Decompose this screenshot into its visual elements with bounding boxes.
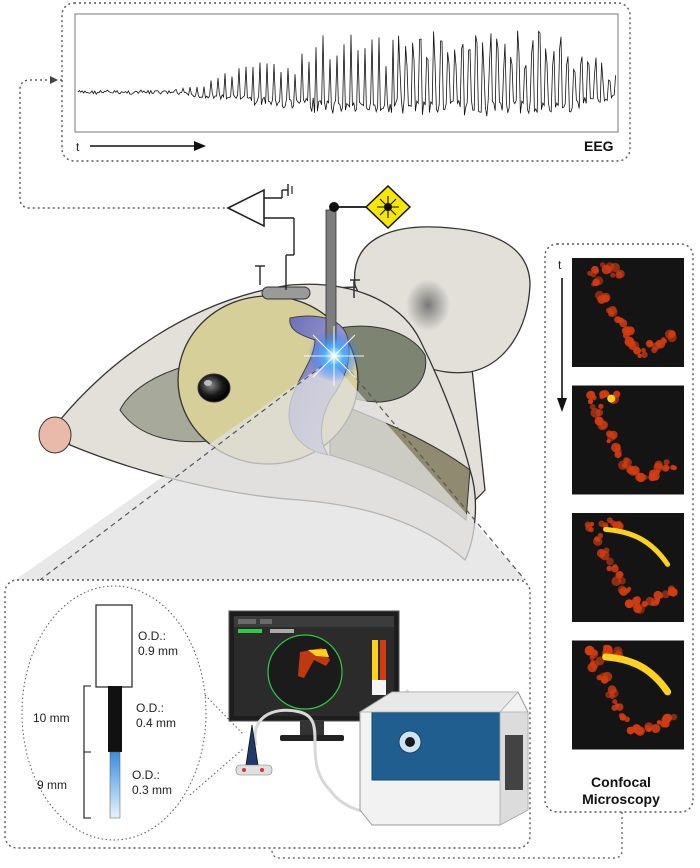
setup-panel: 10 mm 9 mm O.D.: 0.9 mm O.D.: 0.4 mm O.D… bbox=[4, 579, 531, 849]
confocal-title-1: Confocal bbox=[591, 774, 651, 790]
outer-od-label: O.D.: bbox=[138, 629, 166, 643]
eeg-label: EEG bbox=[584, 138, 614, 154]
confocal-unit bbox=[358, 691, 529, 826]
ground-icon bbox=[281, 184, 293, 198]
confocal-frame bbox=[572, 640, 684, 750]
middle-od-label: O.D.: bbox=[136, 701, 164, 715]
confocal-frame bbox=[572, 513, 684, 622]
laser-warning-icon bbox=[364, 184, 412, 230]
eeg-trace bbox=[77, 30, 616, 117]
arrow-right-icon bbox=[194, 141, 206, 151]
probe-holder bbox=[235, 724, 273, 776]
monitor bbox=[228, 610, 400, 741]
arrow-down-icon bbox=[557, 398, 567, 412]
tip-od-label: O.D.: bbox=[132, 768, 160, 782]
eeg-time-label: t bbox=[76, 140, 80, 154]
tip-od-value: 0.3 mm bbox=[132, 783, 172, 797]
tip-length: 9 mm bbox=[37, 778, 67, 792]
amplifier-icon bbox=[226, 188, 295, 290]
middle-od-value: 0.4 mm bbox=[136, 716, 176, 730]
outer-od-value: 0.9 mm bbox=[138, 644, 178, 658]
eeg-panel: t EEG bbox=[61, 2, 631, 162]
confocal-title-2: Microscopy bbox=[582, 791, 660, 807]
middle-length: 10 mm bbox=[33, 711, 70, 725]
confocal-frame bbox=[572, 258, 684, 367]
probe-detail: 10 mm 9 mm O.D.: 0.9 mm O.D.: 0.4 mm O.D… bbox=[21, 585, 207, 841]
confocal-panel: t Confocal Microscopy bbox=[544, 243, 694, 813]
confocal-frame bbox=[572, 385, 684, 495]
confocal-time-label: t bbox=[558, 258, 562, 272]
